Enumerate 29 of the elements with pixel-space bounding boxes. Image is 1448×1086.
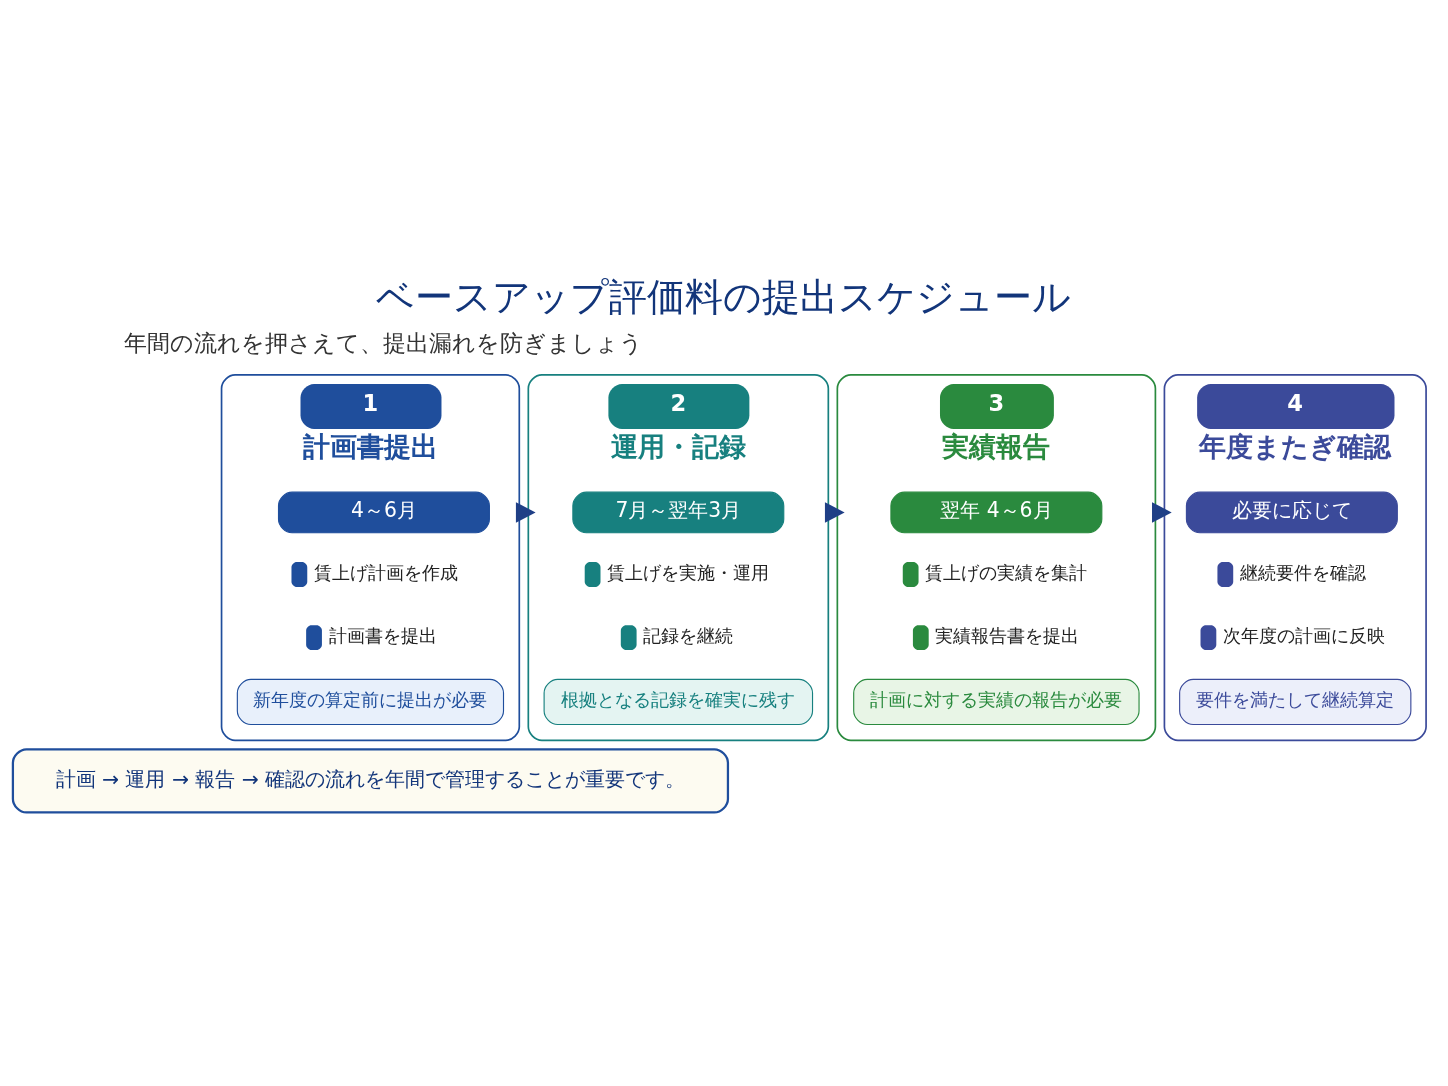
node-box: 4～6月 <box>277 491 490 533</box>
node-box: 翌年 4～6月 <box>890 491 1103 533</box>
node-label: 実績報告書を提出 <box>935 624 1080 646</box>
node-box: 新年度の算定前に提出が必要 <box>236 678 505 725</box>
label: 年間の流れを押さえて、提出漏れを防ぎましょう <box>124 329 644 356</box>
node-box: 要件を満たして継続算定 <box>1179 678 1412 725</box>
node-box <box>620 624 637 650</box>
node-box <box>1217 561 1234 587</box>
node-label: 賃上げを実施・運用 <box>607 561 770 583</box>
arrow <box>824 501 845 523</box>
node-box <box>912 624 929 650</box>
node-box <box>291 561 308 587</box>
node-box <box>902 561 919 587</box>
node-label: 賃上げの実績を集計 <box>925 561 1088 583</box>
node-box <box>306 624 322 650</box>
node-box <box>1200 624 1217 650</box>
node-label: 記録を継続 <box>643 624 734 646</box>
arrow <box>515 501 536 523</box>
node-box: 計画に対する実績の報告が必要 <box>853 678 1140 725</box>
node-box <box>584 561 601 587</box>
node-label: 賃上げ計画を作成 <box>314 561 459 583</box>
diagram-title: ベースアップ評価料の提出スケジュール <box>376 273 1072 319</box>
node-label: 次年度の計画に反映 <box>1223 624 1386 646</box>
node-box: 7月～翌年3月 <box>572 491 785 533</box>
node-label: 継続要件を確認 <box>1239 561 1366 583</box>
node-box: 必要に応じて <box>1185 491 1398 533</box>
node-label: 計画書を提出 <box>328 624 437 646</box>
node-box: 計画 → 運用 → 報告 → 確認の流れを年間で管理することが重要です。 <box>11 747 730 814</box>
node-box: 根拠となる記録を確実に残す <box>543 678 814 725</box>
